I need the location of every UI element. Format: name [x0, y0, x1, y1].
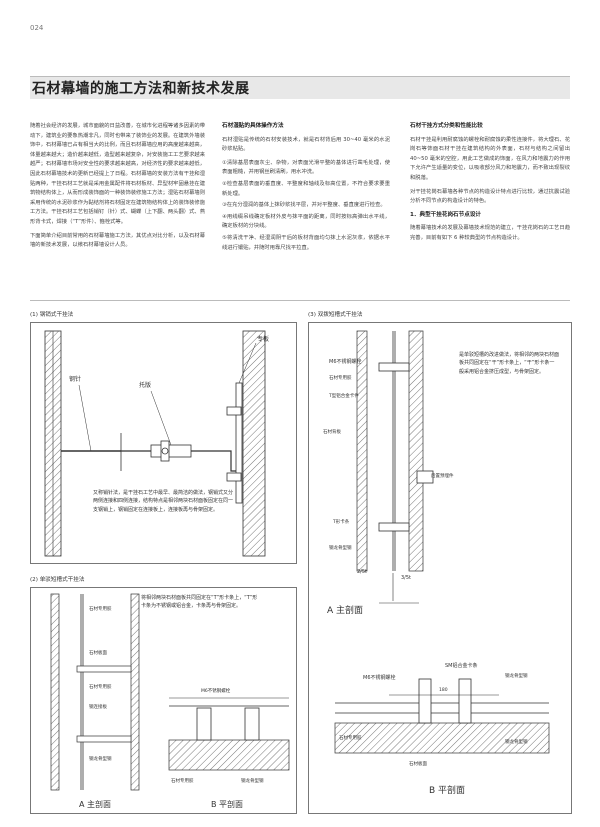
- column-intro: 随着社会经济的发展，城市面貌的日益改善，在城市化进程等诸多因素的带动下，建筑业的…: [30, 122, 205, 255]
- callout-b6: 石材板面: [409, 760, 427, 767]
- page-title: 石材幕墙的施工方法和新技术发展: [32, 81, 250, 97]
- wet-intro: 石材湿贴是传统的石材安装技术，就是石材背后用 30~40 毫米的水泥砂浆粘贴。: [222, 136, 390, 153]
- figure-2-label: (2) 单驳短槽式干挂法: [30, 577, 85, 583]
- section-heading: 石材干挂方式分类和性能比较: [410, 123, 483, 129]
- step-5: ⑤将清洗干净、经湿润阴干后的板材背面均匀抹上水泥灰浆，依据水平线进行镶贴，并随时…: [222, 234, 390, 251]
- step-4: ④用线缀吊线确定板材外皮与抹平面的距离，同时按标高弹出水平线，确定板材的分块线。: [222, 213, 390, 230]
- dry-paragraph-3: 随着幕墙技术的发展及幕墙技术规范的建立，干挂花岗石的工艺日趋完善，目前有如下 6…: [410, 225, 570, 241]
- callout-a6: 钢龙骨型钢: [329, 544, 352, 551]
- callout-a1: 石材专用胶: [89, 605, 112, 612]
- figure-2-note: 将相邻两块石材面板共同固定在“T”形卡条上，“T”形卡条为不锈钢或铝合金，卡条再…: [141, 595, 258, 610]
- dry-paragraph-2: 对干挂花岗石幕墙各种节点的构造设计特点进行比较，通过抗震试验分析不同节点的构造设…: [410, 188, 570, 205]
- figure-1-note: 又称销针法，是干挂石工艺中最早、最简洁的做法，钢销式又分两侧连接和四侧连接，结构…: [93, 490, 234, 513]
- callout-b1: M6不锈钢螺栓: [363, 674, 396, 681]
- single-slot-diagram: 石材专用胶 石材板面 石材专用胶 钢连接板 钢龙骨型钢 A 主剖面 M6不锈钢螺…: [50, 593, 290, 809]
- connection-plate: [235, 382, 243, 504]
- callout-a3: 石材专用胶: [89, 683, 112, 690]
- figure-1-label: (1) 钢销式干挂法: [30, 312, 74, 318]
- figure-3-note: 是单驳短槽的改进做法，将相邻的两块石材面板共同固定在“干”形卡条上，“干”形卡条…: [459, 352, 560, 375]
- section-heading: 石材湿贴的具体操作方法: [222, 123, 284, 129]
- step-1: ①清除基层表面灰尘、杂物，对表面光滑平整的基体进行凿毛处理，使表面粗糙，并用钢丝…: [222, 159, 390, 176]
- callout-a2: 石材专用胶: [329, 374, 352, 381]
- subsection-heading: 1．典型干挂花岗石节点设计: [410, 211, 482, 218]
- figure-1-box: 专板 托版 钢针 又称销针法，是干挂石工艺中最早、最简洁的做法，钢销式又分两侧连…: [30, 322, 297, 564]
- callout-b1: M6不锈钢螺栓: [201, 687, 231, 694]
- callout-a7: 2/5t: [357, 569, 367, 575]
- callout-plate: 专板: [257, 335, 269, 343]
- callout-a2: 石材板面: [89, 649, 107, 656]
- column-wet-method: 石材湿贴的具体操作方法 石材湿贴是传统的石材安装技术，就是石材背后用 30~40…: [222, 122, 390, 255]
- callout-a1: M6不锈钢螺栓: [329, 358, 362, 365]
- callout-b3: 石材专用胶: [171, 777, 194, 784]
- figure-3-box: M6不锈钢螺栓 石材专用胶 T型铝合金卡件 石材背板 T形卡条 钢龙骨型钢 2/…: [308, 322, 572, 814]
- callout-b3: 钢龙骨型钢: [505, 672, 528, 679]
- section-a-title: A 主剖面: [79, 799, 111, 809]
- column-dry-method: 石材干挂方式分类和性能比较 石材干挂是利用耐腐蚀的螺栓和耐腐蚀的柔性连接件，将大…: [410, 122, 570, 248]
- callout-a4: 钢连接板: [89, 703, 107, 710]
- section-b-title: B 平剖面: [211, 799, 243, 809]
- figure-2-box: 石材专用胶 石材板面 石材专用胶 钢连接板 钢龙骨型钢 A 主剖面 M6不锈钢螺…: [30, 587, 297, 814]
- section-b-title: B 平剖面: [429, 784, 465, 796]
- callout-a3: T型铝合金卡件: [328, 392, 359, 399]
- callout-a8: 3/5t: [401, 575, 411, 581]
- intro-paragraph: 随着社会经济的发展，城市面貌的日益改善，在城市化进程等诸多因素的带动下，建筑业的…: [30, 123, 205, 225]
- dry-paragraph-1: 石材干挂是利用耐腐蚀的螺栓和耐腐蚀的柔性连接件，将大理石、花岗石等饰面石材干挂在…: [410, 136, 570, 181]
- step-2: ②检查基层表面的垂直度、平整度和轴线及标高位置，不符合要求要重新处理。: [222, 180, 390, 197]
- callout-a4: 石材背板: [323, 428, 341, 435]
- callout-a9: 后置预埋件: [431, 472, 454, 479]
- structure-wall: [242, 330, 266, 557]
- callout-a5: 钢龙骨型钢: [89, 755, 112, 762]
- callout-bracket: 托版: [139, 381, 151, 389]
- callout-pin: 钢针: [69, 375, 81, 383]
- page-number: 024: [30, 24, 44, 32]
- intro-paragraph-2: 下面简单介绍目前常用的石材幕墙施工方法，其优点对比分析，以及石材幕墙的新技术发展…: [30, 232, 205, 249]
- section-a-title: A 主剖面: [327, 604, 363, 616]
- callout-b7: 180: [439, 687, 448, 693]
- title-bar: [30, 76, 570, 99]
- callout-b4: 石材专用胶: [339, 734, 362, 741]
- callout-b2: SM铝合金卡条: [445, 662, 478, 669]
- divider: [30, 300, 570, 301]
- double-slot-diagram: M6不锈钢螺栓 石材专用胶 T型铝合金卡件 石材背板 T形卡条 钢龙骨型钢 2/…: [323, 330, 550, 796]
- callout-a5: T形卡条: [332, 518, 350, 525]
- callout-b5: 钢龙骨型钢: [505, 738, 528, 745]
- figure-3-label: (3) 双拨短槽式干挂法: [308, 312, 363, 318]
- step-3: ③在充分湿润的基体上抹砂浆找平层，并对平整度、垂直度进行检查。: [222, 202, 386, 209]
- steel-pin-diagram: 专板 托版 钢针: [44, 330, 269, 557]
- callout-b2: 钢龙骨型钢: [241, 777, 264, 784]
